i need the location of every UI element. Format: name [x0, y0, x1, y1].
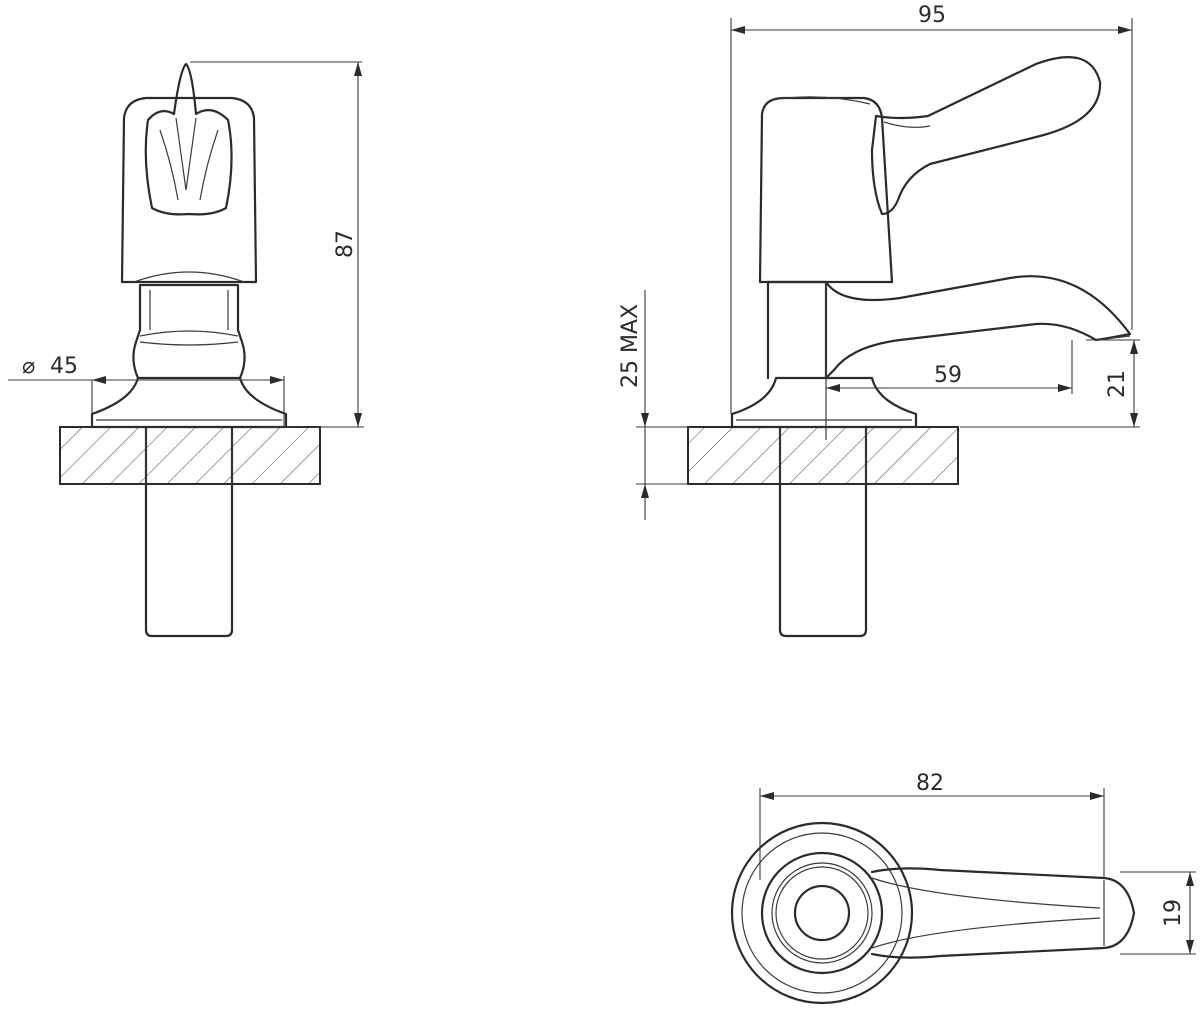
- top-lever: [870, 867, 1136, 959]
- side-body: [766, 280, 828, 380]
- side-head: [758, 96, 894, 284]
- dim-diameter-symbol: ⌀: [22, 354, 35, 379]
- dim-spout-reach: 59: [934, 363, 962, 388]
- dim-handle-width: 19: [1161, 899, 1186, 927]
- front-view: [59, 62, 321, 638]
- dim-total-height: 87: [333, 230, 358, 258]
- top-flange-outer: [730, 821, 914, 1005]
- side-view: [687, 56, 1132, 638]
- top-view: [730, 821, 1136, 1005]
- front-counter-section: [59, 426, 321, 485]
- front-head: [120, 96, 258, 284]
- dim-handle-length: 82: [916, 771, 944, 796]
- dim-max-mount-thickness: 25 MAX: [618, 304, 643, 388]
- side-dimensions: 95 59 21 25 MAX: [618, 3, 1140, 520]
- front-body: [132, 283, 246, 380]
- side-lever: [870, 56, 1102, 216]
- front-tail-pipe: [144, 425, 234, 638]
- side-spout: [824, 275, 1132, 380]
- top-body-ring: [760, 851, 884, 975]
- dim-base-diameter: 45: [50, 354, 78, 379]
- side-counter-section: [687, 426, 959, 485]
- side-tail-pipe: [778, 425, 868, 638]
- dim-overall-length: 95: [918, 3, 946, 28]
- side-flange: [730, 376, 918, 429]
- front-lever: [144, 62, 233, 216]
- top-dimensions: 82 19: [759, 771, 1196, 955]
- front-dimensions: 87 ⌀ 45: [8, 61, 364, 428]
- dim-spout-height: 21: [1105, 370, 1130, 398]
- top-center-cap: [793, 884, 851, 942]
